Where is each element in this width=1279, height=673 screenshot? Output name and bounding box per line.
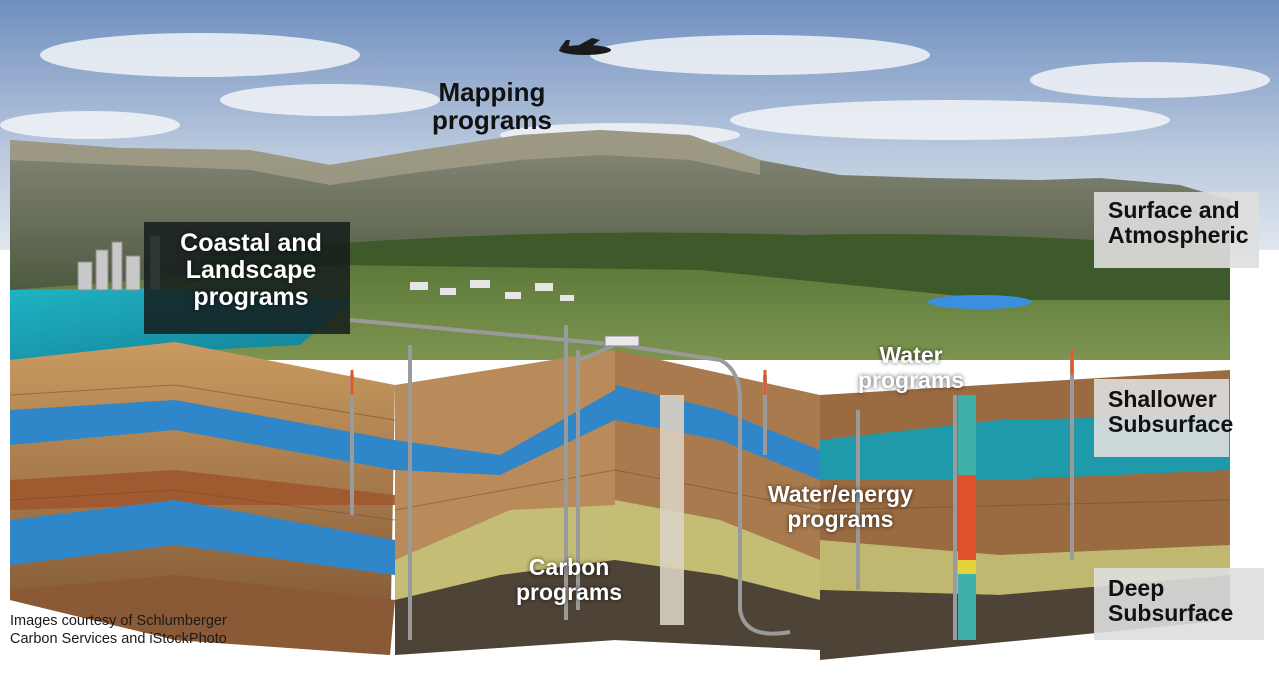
credit-line-2: Carbon Services and iStockPhoto (10, 631, 227, 648)
well-log-strip-yellow (958, 560, 976, 574)
pond (928, 295, 1032, 309)
surface-platform (604, 335, 640, 347)
surface-line-2: Atmospheric (1108, 221, 1249, 248)
water-energy-line-1: Water/energy (768, 481, 913, 507)
well-markers (350, 350, 1074, 395)
clouds (0, 33, 1270, 147)
coastal-line-1: Coastal and (180, 229, 322, 257)
water-energy-line-2: programs (787, 505, 894, 532)
coastal-line-3: programs (193, 283, 309, 311)
carbon-line-2: programs (516, 578, 623, 605)
image-credit: Images courtesy of Schlumberger Carbon S… (10, 612, 227, 648)
carbon-programs-label: Carbon programs (516, 555, 622, 605)
wells (349, 318, 1074, 640)
village (410, 280, 574, 301)
credit-line-1: Images courtesy of Schlumberger (10, 613, 227, 629)
shallower-line-1: Shallower (1108, 386, 1217, 412)
deep-line-2: Subsurface (1108, 599, 1234, 626)
water-energy-programs-label: Water/energy programs (768, 482, 913, 532)
mapping-programs-label: Mapping programs (432, 78, 552, 134)
surface-atmospheric-label: Surface and Atmospheric (1094, 192, 1259, 268)
coastal-line-2: Landscape (185, 256, 317, 284)
coastal-landscape-programs-label: Coastal and Landscape programs (144, 222, 350, 334)
mountain-cliffs (10, 130, 760, 185)
shallower-subsurface-label: Shallower Subsurface (1094, 379, 1234, 457)
well-log-column (660, 395, 684, 625)
carbon-line-1: Carbon (528, 554, 610, 580)
water-line-2: programs (858, 366, 965, 393)
deep-subsurface-label: Deep Subsurface (1094, 568, 1264, 640)
surface-line-1: Surface and (1108, 197, 1240, 223)
mapping-line-2: programs (432, 105, 552, 136)
well-log-strip-red (958, 475, 976, 565)
mapping-line-1: Mapping (438, 77, 546, 107)
deep-line-1: Deep (1108, 575, 1165, 601)
water-programs-label: Water programs (858, 343, 964, 393)
shallower-line-2: Subsurface (1108, 410, 1234, 437)
water-line-1: Water (879, 342, 943, 368)
airplane-icon (559, 38, 611, 55)
